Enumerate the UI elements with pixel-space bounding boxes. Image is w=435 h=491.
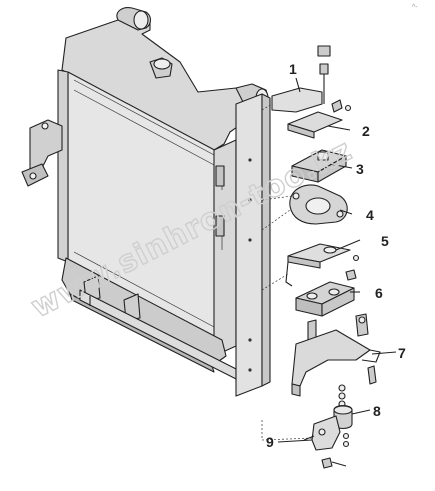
callout-5: 5 [381, 233, 389, 249]
callout-1: 1 [289, 61, 297, 77]
part-9-bracket [311, 415, 341, 451]
leader-lines [261, 77, 397, 443]
part-7-bracket [291, 329, 371, 387]
radiator-assembly [21, 7, 271, 397]
callout-9: 9 [266, 434, 274, 450]
callout-6: 6 [375, 285, 383, 301]
callout-8: 8 [373, 403, 381, 419]
corner-mark: ^- [412, 4, 418, 11]
callout-7: 7 [398, 345, 406, 361]
mount-parts [271, 45, 381, 469]
part-1-bracket [271, 87, 323, 113]
callout-2: 2 [362, 123, 370, 139]
callout-4: 4 [366, 207, 374, 223]
callouts: 1 2 3 4 5 6 7 8 9 [266, 61, 406, 450]
callout-3: 3 [356, 161, 364, 177]
